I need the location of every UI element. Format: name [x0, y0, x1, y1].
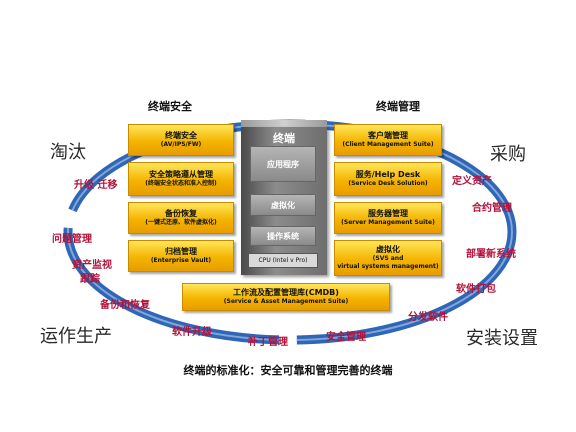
step-patch-mgmt: 补丁管理: [248, 337, 288, 348]
layer-applications: 应用程序: [250, 146, 316, 182]
phase-procure: 采购: [490, 144, 526, 165]
step-asset-track: 跟踪: [80, 274, 100, 285]
box-client-mgmt: 客户端管理 (Client Management Suite): [334, 124, 442, 156]
step-define-asset: 定义资产: [452, 176, 492, 187]
phase-install: 安装设置: [466, 328, 538, 349]
step-software-package: 软件打包: [456, 284, 496, 295]
step-backup-restore: 备份和恢复: [100, 300, 150, 311]
box-service-desk: 服务/Help Desk (Service Desk Solution): [334, 162, 442, 196]
step-dist-software: 分发软件: [408, 312, 448, 323]
step-contract-mgmt: 合约管理: [472, 203, 512, 214]
step-security-mgmt: 安全管理: [326, 332, 366, 343]
heading-endpoint-security: 终端安全: [148, 100, 192, 113]
box-security-compliance: 安全策略遵从管理 (终端安全状态和准入控制): [128, 162, 234, 196]
phase-retire: 淘汰: [50, 142, 86, 163]
tower-cap: [241, 120, 327, 130]
layer-os: 操作系统: [250, 226, 316, 246]
step-software-upgrade: 软件升级: [172, 327, 212, 338]
box-cmdb: 工作流及配置管理库(CMDB) (Service & Asset Managem…: [182, 283, 390, 311]
heading-endpoint-management: 终端管理: [376, 100, 420, 113]
step-deploy-system: 部署新系统: [466, 249, 516, 260]
layer-virtualization: 虚拟化: [250, 194, 316, 216]
step-problem-mgmt: 问题管理: [52, 234, 92, 245]
phase-operate: 运作生产: [40, 326, 112, 347]
box-archive-mgmt: 归档管理 (Enterprise Vault): [128, 240, 234, 272]
box-backup-recovery: 备份恢复 (一键式还原、软件虚拟化): [128, 202, 234, 234]
box-virtualization: 虚拟化 (SVS and virtual systems management): [334, 240, 442, 276]
tower-title: 终端: [273, 132, 295, 145]
box-endpoint-security: 终端安全 (AV/IPS/FW): [128, 124, 234, 156]
diagram-caption: 终端的标准化：安全可靠和管理完善的终端: [183, 364, 393, 377]
box-server-mgmt: 服务器管理 (Server Management Suite): [334, 202, 442, 234]
step-upgrade-migrate: 升级 迁移: [74, 180, 118, 191]
layer-cpu: CPU (Intel v Pro): [248, 253, 318, 268]
step-asset-monitor: 资产监视: [72, 260, 112, 271]
